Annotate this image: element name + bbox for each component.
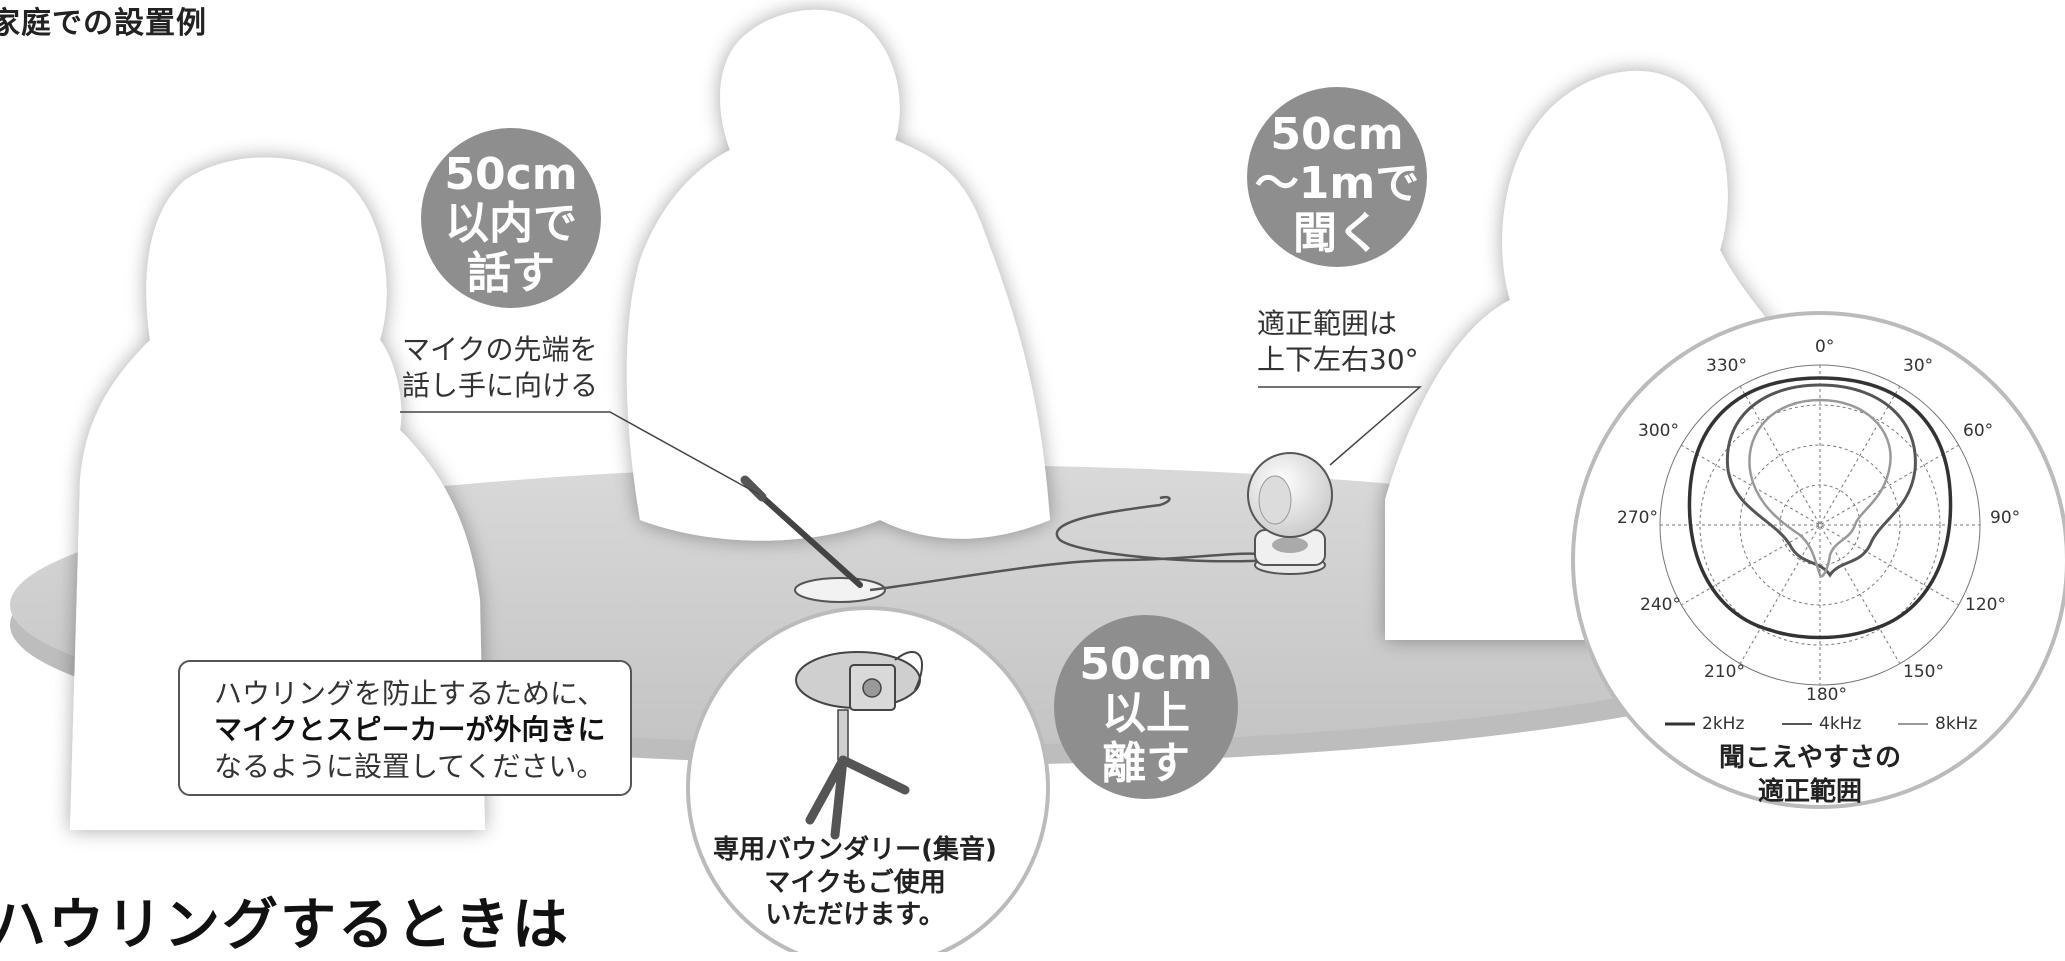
polar-angle-60: 60° [1963, 421, 1994, 441]
bubble-separate-label: 50cm 以上 離す [1079, 639, 1213, 789]
polar-angle-90: 90° [1990, 508, 2021, 528]
polar-trace-8khz [1748, 398, 1892, 578]
bubble-separate [1054, 615, 1238, 799]
howling-warning-box: ハウリングを防止するために、 マイクとスピーカーが外向きに なるように設置してく… [178, 660, 632, 796]
bubble-listen [1247, 87, 1427, 267]
polar-angle-0: 0° [1815, 337, 1835, 357]
legend-2khz: 2kHz [1702, 714, 1745, 734]
warning-line-1: ハウリングを防止するために、 [214, 677, 606, 710]
bubble-listen-label: 50cm ～1mで 聞く [1254, 109, 1420, 259]
range-note: 適正範囲は 上下左右30° [1257, 307, 1419, 376]
bubble-speak [421, 128, 601, 308]
section-title: 家庭での設置例 [0, 6, 207, 41]
boundary-mic-inset [686, 606, 1050, 952]
polar-angle-300: 300° [1638, 421, 1679, 441]
polar-chart-inset [1571, 311, 2065, 809]
polar-angle-240: 240° [1640, 595, 1681, 615]
speaker-unit [1247, 452, 1333, 575]
callout-lines [400, 386, 1423, 496]
polar-angle-330: 330° [1706, 356, 1747, 376]
legend-4khz: 4kHz [1819, 714, 1862, 734]
polar-trace-4khz [1725, 383, 1917, 578]
warning-line-3: なるように設置してください。 [214, 749, 605, 783]
mic-tip-note: マイクの先端を 話し手に向ける [402, 333, 599, 402]
polar-angle-180: 180° [1806, 685, 1847, 705]
polar-angle-210: 210° [1704, 662, 1745, 682]
polar-angle-150: 150° [1903, 662, 1944, 682]
polar-angle-120: 120° [1965, 595, 2006, 615]
gooseneck-microphone [740, 475, 1271, 603]
bubble-speak-label: 50cm 以内で 話す [444, 149, 578, 299]
polar-angle-270: 270° [1617, 508, 1658, 528]
polar-angle-30: 30° [1903, 356, 1934, 376]
legend-8khz: 8kHz [1935, 714, 1978, 734]
polar-caption: 聞こえやすさの 適正範囲 [1718, 743, 1901, 807]
howling-section-heading: ハウリングするときは [0, 893, 570, 958]
warning-line-2: マイクとスピーカーが外向きに [214, 713, 606, 747]
boundary-mic-caption: 専用バウンダリー(集音) マイクもご使用 いただけます。 [713, 835, 997, 930]
polar-trace-2khz [1687, 376, 1953, 640]
person-center-silhouette [626, 9, 1050, 541]
